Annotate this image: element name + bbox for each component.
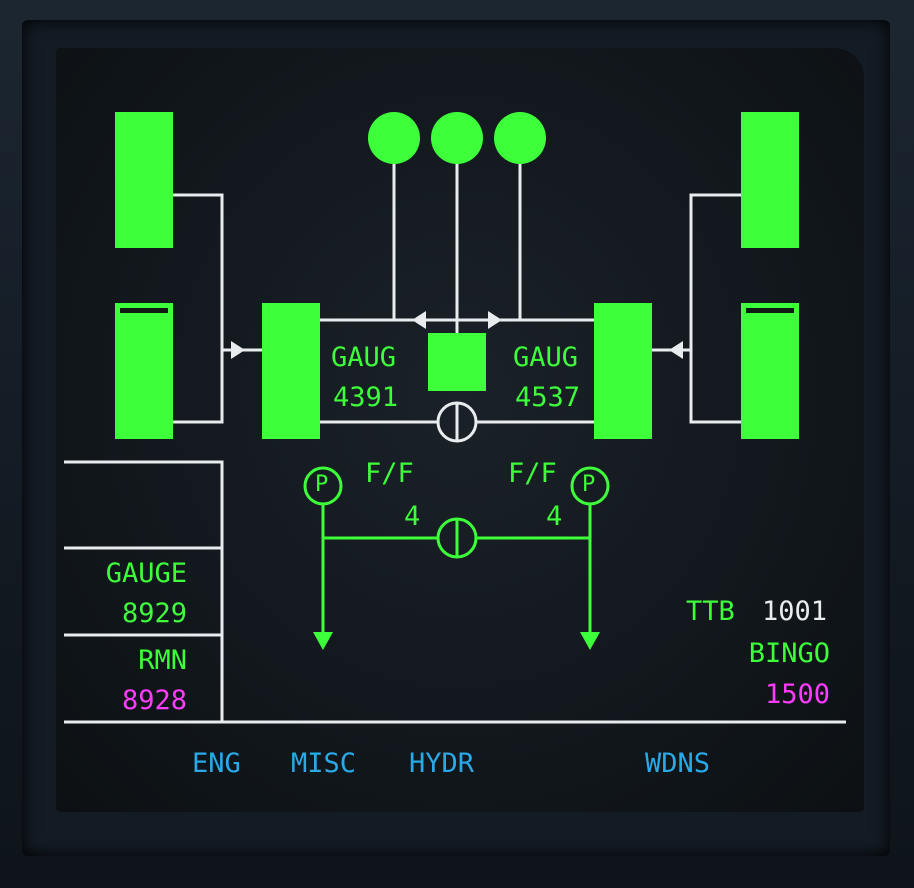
drop-tank-left: [368, 112, 420, 164]
left-wing-line: [173, 193, 224, 424]
right-fuel-flow-value: 4: [546, 501, 563, 532]
remaining-value: 8928: [121, 685, 187, 716]
left-fuel-flow-label: F/F: [365, 458, 414, 489]
left-feed-tank: [262, 303, 320, 439]
left-tank-value: 4391: [333, 382, 399, 413]
ttb-label: TTB: [686, 596, 735, 627]
transfer-arrow-right: [488, 311, 502, 329]
right-wing-tank-lower: [741, 303, 799, 439]
left-wing-tank-upper: [115, 112, 173, 248]
right-tank-value: 4537: [515, 382, 581, 413]
right-fuel-flow-label: F/F: [508, 458, 557, 489]
menu-hydr-button[interactable]: HYDR: [409, 748, 475, 779]
menu-misc-button[interactable]: MISC: [291, 748, 357, 779]
right-wing-tank-upper: [741, 112, 799, 248]
center-tank: [428, 333, 486, 391]
drop-tank-right: [494, 112, 546, 164]
right-tank-label: GAUG: [513, 342, 579, 373]
gauge-total-label: GAUGE: [105, 558, 187, 589]
drop-tank-center: [431, 112, 483, 164]
feed-valve-icon: [436, 401, 478, 443]
left-flow-arrow: [231, 341, 245, 359]
left-engine-arrow-icon: [313, 632, 333, 650]
left-tank-label: GAUG: [331, 342, 397, 373]
menu-wdns-button[interactable]: WDNS: [645, 748, 711, 779]
bingo-label: BINGO: [748, 638, 830, 669]
left-pump-label: P: [315, 472, 329, 497]
right-pump-label: P: [582, 472, 596, 497]
gauge-total-value: 8929: [121, 598, 187, 629]
transfer-arrow-left: [412, 311, 426, 329]
remaining-label: RMN: [138, 645, 187, 676]
right-feed-tank: [594, 303, 652, 439]
menu-eng-button[interactable]: ENG: [192, 748, 241, 779]
left-wing-tank-lower: [115, 303, 173, 439]
right-engine-arrow-icon: [580, 632, 600, 650]
fuel-page-screen: [56, 48, 864, 812]
right-wing-line: [689, 193, 741, 424]
ttb-value: 1001: [762, 596, 828, 627]
left-fuel-flow-value: 4: [404, 501, 421, 532]
right-flow-arrow: [669, 341, 683, 359]
bingo-value: 1500: [764, 679, 830, 710]
